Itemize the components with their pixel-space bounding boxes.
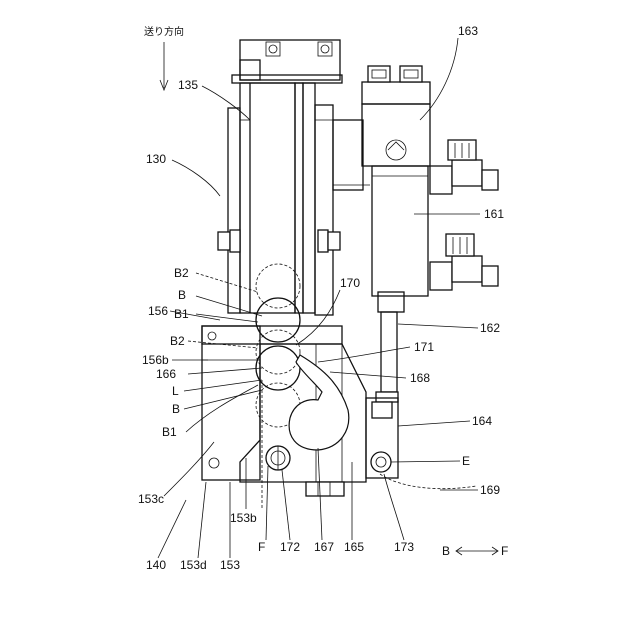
label-e: E	[462, 454, 470, 468]
label-167: 167	[314, 540, 334, 554]
air-fitting-upper	[430, 140, 498, 194]
label-166: 166	[156, 367, 176, 381]
vertical-frame-135	[228, 83, 333, 315]
label-130: 130	[146, 152, 166, 166]
label-165: 165	[344, 540, 364, 554]
rotation-arc-169	[380, 474, 476, 489]
feed-direction-label: 送り方向	[144, 26, 184, 40]
ball-positions	[256, 264, 300, 427]
label-b1-upper: B1	[174, 307, 189, 321]
label-172: 172	[280, 540, 300, 554]
label-161: 161	[484, 207, 504, 221]
label-153: 153	[220, 558, 240, 572]
label-173: 173	[394, 540, 414, 554]
label-169: 169	[480, 483, 500, 497]
piston-rod-162	[376, 312, 398, 402]
axis-label-b: B	[442, 544, 450, 558]
axis-label-f: F	[501, 544, 508, 558]
label-171: 171	[414, 340, 434, 354]
label-b2-upper: B2	[174, 266, 189, 280]
feed-direction-arrow	[160, 42, 168, 90]
label-156b: 156b	[142, 353, 169, 367]
label-170: 170	[340, 276, 360, 290]
label-b-upper: B	[178, 288, 186, 302]
label-l: L	[172, 384, 179, 398]
cam-lever-168	[289, 355, 349, 450]
pivot-screw-172	[266, 446, 290, 470]
label-f: F	[258, 540, 265, 554]
cylinder-bracket	[333, 120, 370, 190]
label-140: 140	[146, 558, 166, 572]
label-163: 163	[458, 24, 478, 38]
label-b-lower: B	[172, 402, 180, 416]
air-cylinder-163	[362, 66, 430, 312]
top-bracket	[232, 40, 342, 83]
rod-end-164	[366, 398, 398, 478]
bottom-nut	[306, 482, 344, 496]
label-135: 135	[178, 78, 198, 92]
label-153c: 153c	[138, 492, 164, 506]
label-153d: 153d	[180, 558, 207, 572]
label-153b: 153b	[230, 511, 257, 525]
frame-bolt-left	[218, 230, 240, 252]
bf-axis-arrow	[456, 547, 498, 555]
label-168: 168	[410, 371, 430, 385]
label-156: 156	[148, 304, 168, 318]
label-b1-lower: B1	[162, 425, 177, 439]
air-fitting-lower	[430, 234, 498, 290]
label-b2-lower: B2	[170, 334, 185, 348]
frame-bolt-right	[318, 230, 340, 252]
label-164: 164	[472, 414, 492, 428]
label-162: 162	[480, 321, 500, 335]
